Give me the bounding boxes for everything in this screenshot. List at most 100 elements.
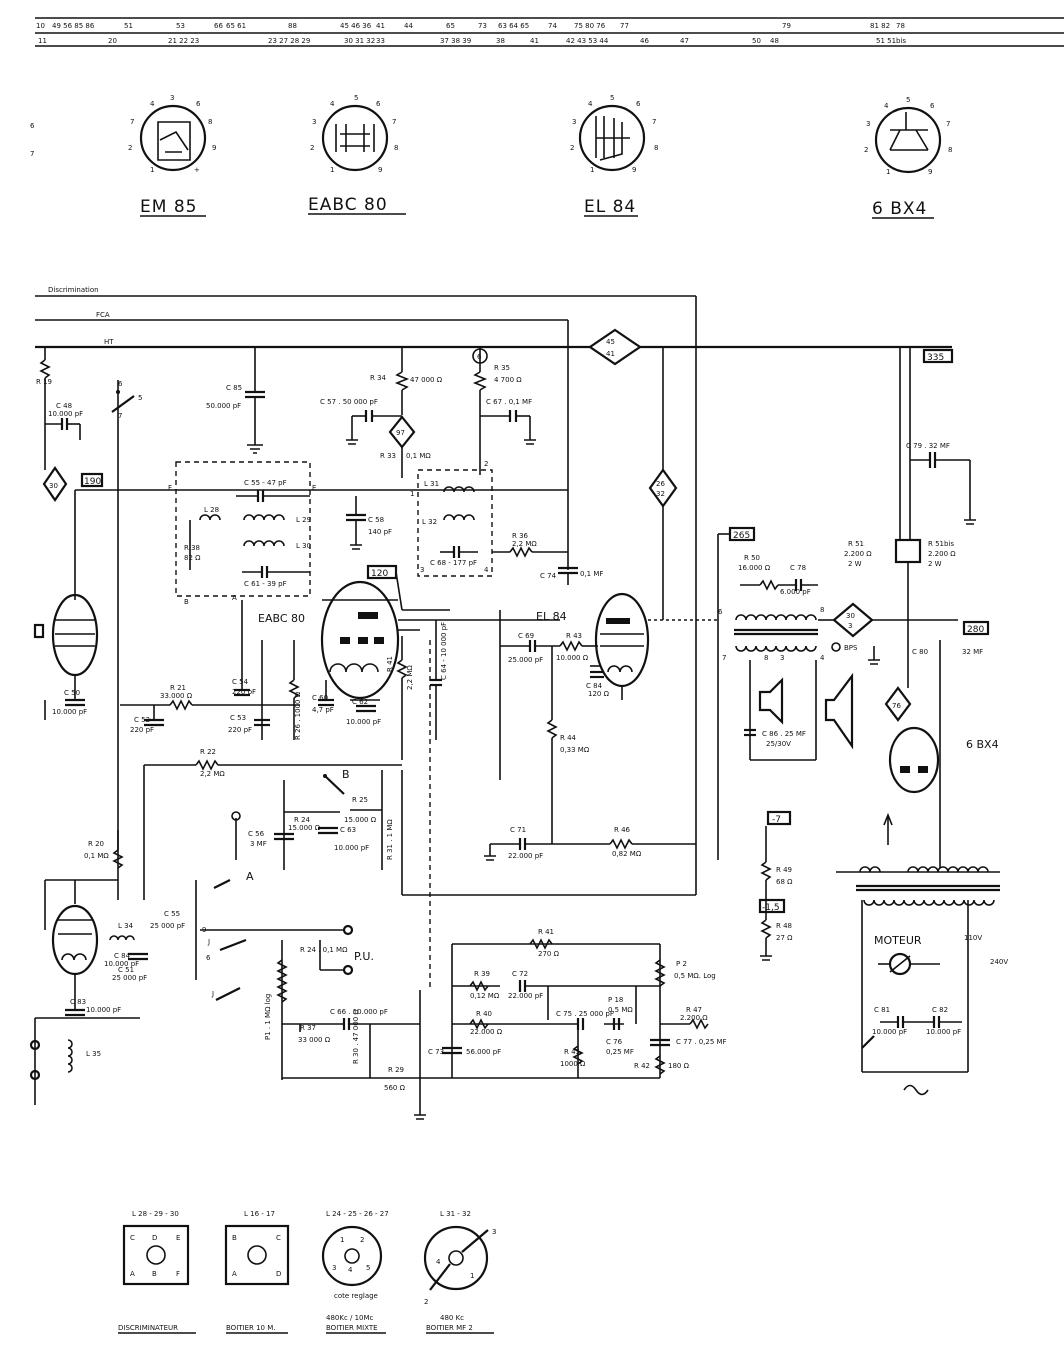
svg-text:97: 97 xyxy=(396,429,405,437)
svg-text:0,12 MΩ: 0,12 MΩ xyxy=(470,992,500,1000)
diamond-45-41 xyxy=(588,328,642,366)
svg-text:R 41: R 41 xyxy=(386,656,394,672)
box-label-190: 190 xyxy=(84,477,101,487)
svg-text:15.000 Ω: 15.000 Ω xyxy=(288,824,321,832)
svg-text:R 35: R 35 xyxy=(494,364,510,372)
svg-text:+: + xyxy=(194,166,200,174)
svg-text:A: A xyxy=(232,594,237,602)
svg-text:L 28: L 28 xyxy=(204,506,219,514)
svg-text:R 51bis: R 51bis xyxy=(928,540,954,548)
svg-text:R 36: R 36 xyxy=(512,532,529,540)
svg-text:7: 7 xyxy=(30,150,34,158)
svg-text:C 66 . 10.000 pF: C 66 . 10.000 pF xyxy=(330,1008,388,1016)
svg-text:560 Ω: 560 Ω xyxy=(384,1084,406,1092)
svg-text:0,25 MF: 0,25 MF xyxy=(606,1048,634,1056)
svg-text:0,33 MΩ: 0,33 MΩ xyxy=(560,746,590,754)
svg-text:4: 4 xyxy=(820,654,825,662)
svg-text:C 64 - 10 000 pF: C 64 - 10 000 pF xyxy=(440,622,448,680)
box-minus7 xyxy=(766,810,792,826)
svg-text:C 84: C 84 xyxy=(586,682,603,690)
box-335 xyxy=(922,348,954,364)
svg-text:R 22: R 22 xyxy=(200,748,216,756)
svg-text:L 24 - 25 - 26 - 27: L 24 - 25 - 26 - 27 xyxy=(326,1210,389,1218)
svg-text:480 Kc: 480 Kc xyxy=(440,1314,464,1322)
if-transformer-box xyxy=(417,469,493,577)
svg-text:51 51bis: 51 51bis xyxy=(876,37,906,45)
svg-text:3: 3 xyxy=(572,118,576,126)
svg-text:R 34: R 34 xyxy=(370,374,387,382)
svg-text:R 25: R 25 xyxy=(352,796,368,804)
svg-text:C 72: C 72 xyxy=(512,970,528,978)
box-label-minus7: -7 xyxy=(772,815,781,825)
svg-text:C 85: C 85 xyxy=(226,384,242,392)
svg-text:33.000 Ω: 33.000 Ω xyxy=(160,692,193,700)
svg-text:15.000 Ω: 15.000 Ω xyxy=(344,816,377,824)
svg-text:11: 11 xyxy=(38,37,47,45)
svg-text:10.000 pF: 10.000 pF xyxy=(52,708,87,716)
svg-text:R 21: R 21 xyxy=(170,684,186,692)
svg-text:0,1 MΩ: 0,1 MΩ xyxy=(406,452,431,460)
svg-text:6: 6 xyxy=(30,122,35,130)
svg-text:C 48: C 48 xyxy=(56,402,72,410)
svg-text:6: 6 xyxy=(636,100,641,108)
svg-text:P1 . 1 MΩ log: P1 . 1 MΩ log xyxy=(264,994,272,1040)
svg-text:79: 79 xyxy=(782,22,791,30)
svg-text:10.000 pF: 10.000 pF xyxy=(872,1028,907,1036)
svg-text:22.000 pF: 22.000 pF xyxy=(508,992,543,1000)
svg-text:6: 6 xyxy=(718,608,723,616)
svg-text:44: 44 xyxy=(404,22,413,30)
label-discrimination: Discrimination xyxy=(48,286,99,294)
svg-text:D: D xyxy=(276,1270,281,1278)
svg-text:1: 1 xyxy=(330,166,334,174)
svg-text:37 38 39: 37 38 39 xyxy=(440,37,471,45)
6bx4-tube xyxy=(888,726,940,794)
svg-text:6: 6 xyxy=(206,954,211,962)
svg-text:2: 2 xyxy=(128,144,132,152)
svg-text:1: 1 xyxy=(886,168,890,176)
svg-text:2: 2 xyxy=(570,144,574,152)
svg-text:C 86 . 25 MF: C 86 . 25 MF xyxy=(762,730,806,738)
label-eabc80: EABC 80 xyxy=(258,612,305,625)
svg-text:3: 3 xyxy=(420,566,424,574)
svg-text:8: 8 xyxy=(208,118,212,126)
svg-text:10.000 Ω: 10.000 Ω xyxy=(556,654,589,662)
svg-text:2.200 Ω: 2.200 Ω xyxy=(680,1014,708,1022)
label-fca: FCA xyxy=(96,311,110,319)
svg-text:C 51: C 51 xyxy=(118,966,134,974)
svg-text:33 000 Ω: 33 000 Ω xyxy=(298,1036,331,1044)
label-motor: MOTEUR xyxy=(874,934,922,947)
svg-text:50.000 pF: 50.000 pF xyxy=(206,402,241,410)
svg-text:C 74: C 74 xyxy=(540,572,557,580)
svg-text:32 MF: 32 MF xyxy=(962,648,983,656)
svg-text:45 46 36: 45 46 36 xyxy=(340,22,372,30)
svg-text:2 W: 2 W xyxy=(848,560,862,568)
svg-text:R 30 . 47 000 Ω: R 30 . 47 000 Ω xyxy=(352,1009,360,1064)
svg-text:R 33: R 33 xyxy=(380,452,396,460)
svg-text:1000 Ω: 1000 Ω xyxy=(560,1060,586,1068)
svg-text:C 63: C 63 xyxy=(340,826,356,834)
tube-label-el84: EL 84 xyxy=(584,197,636,217)
svg-text:5: 5 xyxy=(610,94,614,102)
svg-text:8: 8 xyxy=(820,606,824,614)
svg-text:C 54: C 54 xyxy=(232,678,249,686)
svg-text:30: 30 xyxy=(49,482,58,490)
svg-text:53: 53 xyxy=(176,22,185,30)
svg-text:10.000 pF: 10.000 pF xyxy=(86,1006,121,1014)
svg-text:20: 20 xyxy=(108,37,117,45)
svg-text:R 19: R 19 xyxy=(36,378,52,386)
svg-text:C 81: C 81 xyxy=(874,1006,890,1014)
svg-text:R 43: R 43 xyxy=(566,632,582,640)
svg-text:R 41: R 41 xyxy=(538,928,554,936)
svg-text:C 62: C 62 xyxy=(352,698,368,706)
svg-text:38: 38 xyxy=(496,37,505,45)
tube-label-eabc80: EABC 80 xyxy=(308,195,388,215)
svg-text:C 55 - 47 pF: C 55 - 47 pF xyxy=(244,479,287,487)
svg-text:4 700 Ω: 4 700 Ω xyxy=(494,376,522,384)
svg-text:4,7 pF: 4,7 pF xyxy=(312,706,334,714)
svg-text:4: 4 xyxy=(484,566,489,574)
svg-text:C 75 . 25 000 pF: C 75 . 25 000 pF xyxy=(556,1010,614,1018)
svg-text:R 29: R 29 xyxy=(388,1066,404,1074)
svg-text:9: 9 xyxy=(632,166,636,174)
box-label-minus15: -1,5 xyxy=(762,903,780,913)
